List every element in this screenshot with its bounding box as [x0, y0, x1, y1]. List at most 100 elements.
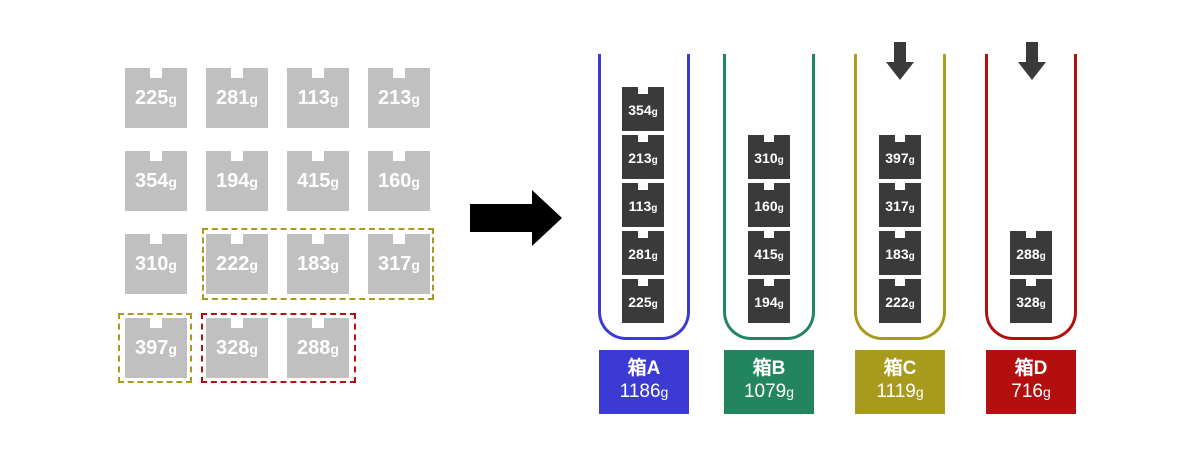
box-b-container: [723, 54, 815, 340]
weight-notch: [312, 151, 324, 161]
box-a-weight: 225g: [622, 279, 664, 323]
weight-unit: g: [908, 155, 915, 166]
weight-value: 397: [885, 150, 909, 166]
weight-notch: [895, 279, 905, 286]
weight-value: 194: [216, 170, 250, 192]
weight-unit: g: [168, 341, 177, 357]
weight-unit: g: [908, 251, 915, 262]
pool-weight: 397g: [125, 318, 187, 378]
pool-weight: 328g: [206, 318, 268, 378]
weight-unit: g: [168, 174, 177, 190]
weight-notch: [150, 318, 162, 328]
box-name: 箱D: [1014, 358, 1048, 379]
weight-unit: g: [411, 257, 420, 273]
box-a-weight: 113g: [622, 183, 664, 227]
weight-unit: g: [651, 251, 658, 262]
weight-unit: g: [651, 155, 658, 166]
weight-notch: [638, 231, 648, 238]
weight-notch: [312, 68, 324, 78]
pool-weight: 288g: [287, 318, 349, 378]
weight-notch: [764, 135, 774, 142]
weight-value: 310: [754, 150, 778, 166]
box-total: 1186: [619, 381, 661, 402]
weight-value: 225: [135, 87, 169, 109]
weight-value: 328: [1016, 294, 1040, 310]
weight-unit: g: [168, 91, 177, 107]
right-arrow-icon: [470, 190, 562, 246]
weight-notch: [895, 135, 905, 142]
box-a-label: 箱A 1186g: [599, 350, 689, 414]
weight-unit: g: [651, 203, 658, 214]
box-c-weight: 183g: [879, 231, 921, 275]
weight-value: 281: [216, 87, 250, 109]
weight-value: 415: [754, 246, 778, 262]
weight-unit: g: [330, 257, 339, 273]
weight-unit: g: [329, 91, 339, 107]
weight-unit: g: [651, 299, 658, 310]
weight-value: 225: [628, 294, 652, 310]
weight-unit: g: [908, 299, 915, 310]
box-total: 1119: [876, 381, 916, 402]
weight-value: 160: [754, 198, 778, 214]
weight-value: 222: [216, 253, 250, 275]
weight-value: 213: [628, 150, 652, 166]
weight-unit: g: [915, 384, 924, 400]
down-arrow-icon: [886, 42, 914, 80]
box-a-container: [598, 54, 690, 340]
weight-notch: [764, 231, 774, 238]
weight-unit: g: [777, 251, 784, 262]
weight-notch: [312, 318, 324, 328]
weight-notch: [1026, 279, 1036, 286]
weight-value: 317: [378, 253, 412, 275]
box-d-weight: 328g: [1010, 279, 1052, 323]
box-b-weight: 415g: [748, 231, 790, 275]
weight-unit: g: [249, 341, 258, 357]
box-name: 箱B: [752, 358, 786, 379]
weight-value: 113: [628, 198, 652, 214]
weight-notch: [231, 318, 243, 328]
weight-value: 288: [297, 337, 331, 359]
weight-value: 222: [885, 294, 909, 310]
pool-weight: 194g: [206, 151, 268, 211]
weight-notch: [393, 68, 405, 78]
pool-weight: 415g: [287, 151, 349, 211]
box-c-label: 箱C 1119g: [855, 350, 945, 414]
weight-notch: [231, 234, 243, 244]
weight-notch: [231, 68, 243, 78]
box-d-label: 箱D 716g: [986, 350, 1076, 414]
group-c-outline: [202, 228, 434, 300]
pool-weight: 113g: [287, 68, 349, 128]
box-c-weight: 397g: [879, 135, 921, 179]
weight-value: 113: [297, 87, 330, 109]
weight-notch: [638, 135, 648, 142]
box-a-weight: 354g: [622, 87, 664, 131]
box-b-weight: 194g: [748, 279, 790, 323]
weight-notch: [231, 151, 243, 161]
weight-value: 354: [628, 102, 652, 118]
weight-notch: [312, 234, 324, 244]
weight-unit: g: [330, 174, 339, 190]
weight-value: 183: [297, 253, 331, 275]
weight-value: 194: [754, 294, 778, 310]
weight-unit: g: [249, 257, 258, 273]
weight-value: 213: [378, 87, 412, 109]
weight-unit: g: [249, 174, 258, 190]
weight-notch: [393, 234, 405, 244]
weight-value: 310: [135, 253, 169, 275]
pool-weight: 281g: [206, 68, 268, 128]
weight-notch: [638, 87, 648, 94]
weight-notch: [150, 234, 162, 244]
weight-unit: g: [411, 174, 420, 190]
weight-value: 288: [1016, 246, 1040, 262]
pool-weight: 213g: [368, 68, 430, 128]
weight-unit: g: [1042, 384, 1051, 400]
weight-value: 397: [135, 337, 169, 359]
pool-weight: 354g: [125, 151, 187, 211]
group-c-extra-outline: [118, 313, 192, 383]
weight-unit: g: [330, 341, 339, 357]
weight-value: 328: [216, 337, 250, 359]
box-total: 716: [1011, 381, 1043, 402]
weight-notch: [150, 151, 162, 161]
box-name: 箱C: [883, 358, 917, 379]
box-b-label: 箱B 1079g: [724, 350, 814, 414]
